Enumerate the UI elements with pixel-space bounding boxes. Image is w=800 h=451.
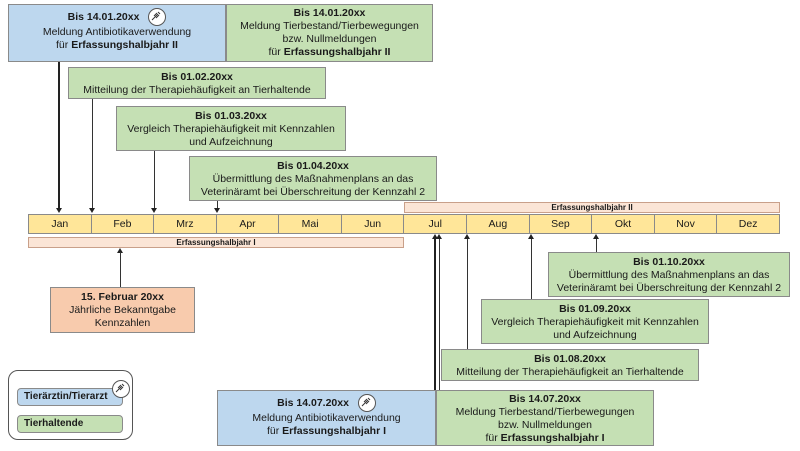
legend-item-vet: Tierärztin/Tierarzt xyxy=(17,380,130,406)
box-line: und Aufzeichnung xyxy=(189,136,273,148)
halfyear-band-2: Erfassungshalbjahr II xyxy=(404,202,780,213)
box-title: Bis 01.10.20xx xyxy=(633,256,705,268)
arrow-down-icon xyxy=(151,208,157,213)
month-cell: Okt xyxy=(592,214,655,234)
legend-label: Tierhaltende xyxy=(24,418,84,429)
halfyear-band-1: Erfassungshalbjahr I xyxy=(28,237,404,248)
arrow-down-icon xyxy=(214,208,220,213)
box-line-bold: Erfassungshalbjahr II xyxy=(283,46,391,58)
box-title: Bis 01.08.20xx xyxy=(534,353,606,365)
connector-line xyxy=(467,239,468,349)
box-line: Mitteilung der Therapiehäufigkeit an Tie… xyxy=(83,84,311,96)
box-line: bzw. Nullmeldungen xyxy=(498,419,592,431)
box-line: Meldung Antibiotikaverwendung xyxy=(252,412,401,424)
deadline-box-stock-hy1: Bis 14.07.20xx Meldung Tierbestand/Tierb… xyxy=(436,390,654,446)
month-cell: Jun xyxy=(341,214,405,234)
box-line: Vergleich Therapiehäufigkeit mit Kennzah… xyxy=(491,316,699,328)
arrow-down-icon xyxy=(89,208,95,213)
syringe-icon xyxy=(112,380,130,398)
connector-line xyxy=(92,99,93,209)
syringe-icon xyxy=(148,8,167,26)
deadline-box-plan-oct: Bis 01.10.20xx Übermittlung des Maßnahme… xyxy=(548,252,790,297)
arrow-up-icon xyxy=(432,234,438,239)
deadline-box-compare-sep: Bis 01.09.20xx Vergleich Therapiehäufigk… xyxy=(481,299,709,344)
arrow-up-icon xyxy=(593,234,599,239)
month-cell: Sep xyxy=(529,214,593,234)
box-line-bold: Erfassungshalbjahr II xyxy=(71,39,178,51)
box-line: Jährliche Bekanntgabe xyxy=(69,304,176,316)
legend-label: Tierärztin/Tierarzt xyxy=(24,391,108,402)
box-title: Bis 01.03.20xx xyxy=(195,110,267,122)
arrow-up-icon xyxy=(464,234,470,239)
box-title: Bis 01.02.20xx xyxy=(161,71,233,83)
box-title: Bis 14.07.20xx xyxy=(509,393,581,405)
box-line: bzw. Nullmeldungen xyxy=(282,33,377,45)
month-cell: Jan xyxy=(28,214,92,234)
box-title: Bis 01.04.20xx xyxy=(277,160,349,172)
box-line: Übermittlung des Maßnahmenplans an das xyxy=(212,173,414,185)
box-line: Übermittlung des Maßnahmenplans an das xyxy=(568,269,770,281)
box-line: und Aufzeichnung xyxy=(553,329,637,341)
legend: Tierärztin/Tierarzt Tierhaltende xyxy=(8,370,133,440)
box-line-prefix: für xyxy=(266,425,283,437)
box-title: Bis 14.01.20xx xyxy=(293,7,366,19)
box-line: Veterinäramt bei Überschreitung der Kenn… xyxy=(200,186,426,198)
box-line: Meldung Tierbestand/Tierbewegungen xyxy=(240,20,419,32)
connector-line xyxy=(120,252,121,287)
deadline-box-stock-hy2: Bis 14.01.20xx Meldung Tierbestand/Tierb… xyxy=(226,4,433,62)
legend-item-keeper: Tierhaltende xyxy=(17,415,123,433)
arrow-down-icon xyxy=(56,208,62,213)
arrow-up-icon xyxy=(436,234,442,239)
syringe-icon xyxy=(357,394,376,412)
box-line-bold: Erfassungshalbjahr I xyxy=(500,432,605,444)
arrow-up-icon xyxy=(528,234,534,239)
box-title: Bis 01.09.20xx xyxy=(559,303,631,315)
month-cell: Dez xyxy=(717,214,780,234)
box-line: Mitteilung der Therapiehäufigkeit an Tie… xyxy=(456,366,684,378)
connector-line xyxy=(596,239,597,252)
arrow-up-icon xyxy=(117,248,123,253)
box-line: Kennzahlen xyxy=(94,317,151,329)
connector-line xyxy=(154,151,155,209)
info-box-kennzahlen: 15. Februar 20xx Jährliche Bekanntgabe K… xyxy=(50,287,195,333)
box-line-bold: Erfassungshalbjahr I xyxy=(282,425,387,437)
month-cell: Mai xyxy=(279,214,342,234)
deadline-box-antibiotic-hy1: Bis 14.07.20xx Meldung Antibiotikaverwen… xyxy=(217,390,436,446)
month-cell: Mrz xyxy=(154,214,217,234)
deadline-box-therapy-notice-aug: Bis 01.08.20xx Mitteilung der Therapiehä… xyxy=(441,349,699,381)
box-line-prefix: für xyxy=(268,46,284,58)
deadline-box-plan-apr: Bis 01.04.20xx Übermittlung des Maßnahme… xyxy=(189,156,437,201)
box-line: Meldung Antibiotikaverwendung xyxy=(42,26,192,38)
connector-line xyxy=(531,239,532,299)
month-cell: Jul xyxy=(404,214,468,234)
month-cell: Nov xyxy=(654,214,718,234)
box-title: 15. Februar 20xx xyxy=(81,291,164,303)
box-line: Vergleich Therapiehäufigkeit mit Kennzah… xyxy=(127,123,335,135)
connector-line xyxy=(58,62,60,209)
month-timeline: Jan Feb Mrz Apr Mai Jun Jul Aug Sep Okt … xyxy=(28,214,780,234)
deadline-box-therapy-notice-feb: Bis 01.02.20xx Mitteilung der Therapiehä… xyxy=(68,67,326,99)
box-line-prefix: für xyxy=(485,432,501,444)
deadline-box-antibiotic-hy2: Bis 14.01.20xx Meldung Antibiotikaverwen… xyxy=(8,4,226,62)
box-title: Bis 14.07.20xx xyxy=(277,396,349,409)
connector-line xyxy=(217,201,218,209)
month-cell: Aug xyxy=(467,214,530,234)
month-cell: Feb xyxy=(91,214,155,234)
box-title: Bis 14.01.20xx xyxy=(67,10,140,23)
month-cell: Apr xyxy=(216,214,280,234)
deadline-box-compare-mar: Bis 01.03.20xx Vergleich Therapiehäufigk… xyxy=(116,106,346,151)
box-line: Veterinäramt bei Überschreitung der Kenn… xyxy=(556,282,782,294)
connector-line xyxy=(434,239,436,390)
connector-line xyxy=(439,239,440,390)
box-line: Meldung Tierbestand/Tierbewegungen xyxy=(455,406,635,418)
box-line-prefix: für xyxy=(56,39,72,51)
